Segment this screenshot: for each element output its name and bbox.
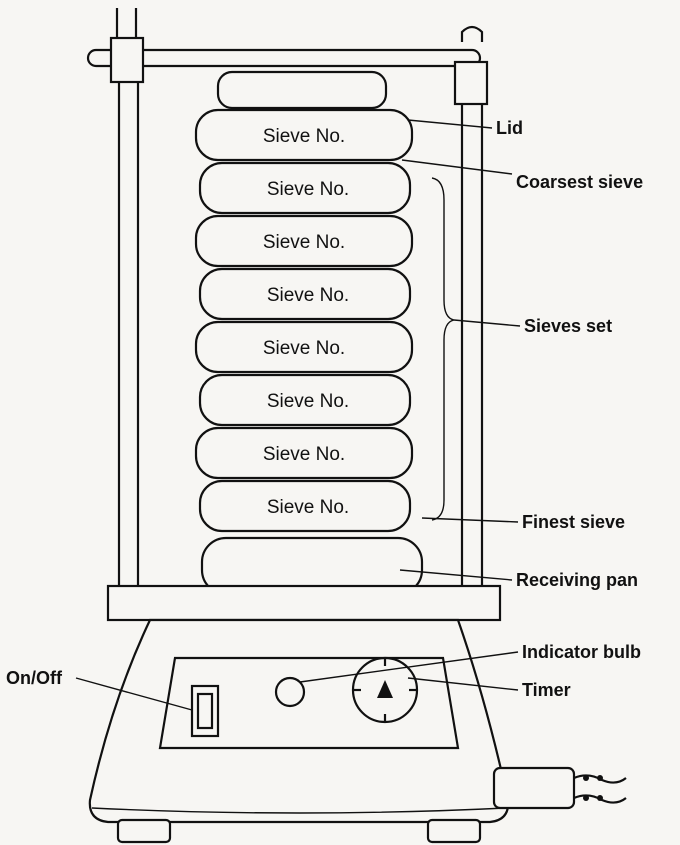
sieve-6: Sieve No. xyxy=(198,373,412,427)
sieve-label: Sieve No. xyxy=(267,391,349,412)
left-rod xyxy=(109,8,145,590)
sieve-label: Sieve No. xyxy=(263,444,345,465)
sieve-ring xyxy=(194,214,414,268)
base-feet xyxy=(116,818,482,844)
on-off-switch[interactable] xyxy=(190,684,220,738)
sieve-2: Sieve No. xyxy=(198,161,412,215)
sieve-ring xyxy=(194,320,414,374)
lid xyxy=(216,70,388,110)
coarsest-sieve-label: Coarsest sieve xyxy=(516,172,643,192)
lid-label: Lid xyxy=(496,118,523,138)
right-rod xyxy=(453,25,489,590)
sieve-ring xyxy=(198,267,412,321)
finest-sieve-label: Finest sieve xyxy=(522,512,625,532)
on-off-label: On/Off xyxy=(6,668,63,688)
sieve-ring xyxy=(198,373,412,427)
sieve-stack: Sieve No. Sieve No. Sieve No. Sieve No. Siev… xyxy=(194,108,414,533)
sieve-4: Sieve No. xyxy=(198,267,412,321)
sieve-label: Sieve No. xyxy=(267,179,349,200)
sieve-7: Sieve No. xyxy=(194,426,414,480)
indicator-bulb xyxy=(274,676,306,708)
sieve-ring xyxy=(194,426,414,480)
power-plug xyxy=(492,766,627,810)
sieves-set-bracket xyxy=(431,177,455,521)
callout-labels: Lid Coarsest sieve Sieves set Finest sie… xyxy=(6,118,643,700)
sieve-label: Sieve No. xyxy=(267,497,349,518)
receiving-pan-label: Receiving pan xyxy=(516,570,638,590)
top-crossbar xyxy=(86,48,482,68)
sieve-3: Sieve No. xyxy=(194,214,414,268)
sieve-1: Sieve No. xyxy=(194,108,414,162)
sieve-label: Sieve No. xyxy=(263,338,345,359)
indicator-bulb-label: Indicator bulb xyxy=(522,642,641,662)
base-platform xyxy=(106,584,502,622)
sieve-5: Sieve No. xyxy=(194,320,414,374)
sieve-label: Sieve No. xyxy=(263,126,345,147)
sieve-8: Sieve No. xyxy=(198,479,412,533)
sieve-ring xyxy=(198,479,412,533)
timer-dial[interactable] xyxy=(351,656,419,724)
sieve-ring xyxy=(194,108,414,162)
sieves-set-label: Sieves set xyxy=(524,316,612,336)
sieve-label: Sieve No. xyxy=(263,232,345,253)
sieve-ring xyxy=(198,161,412,215)
sieve-label: Sieve No. xyxy=(267,285,349,306)
timer-label: Timer xyxy=(522,680,571,700)
leader-lines xyxy=(75,119,521,711)
